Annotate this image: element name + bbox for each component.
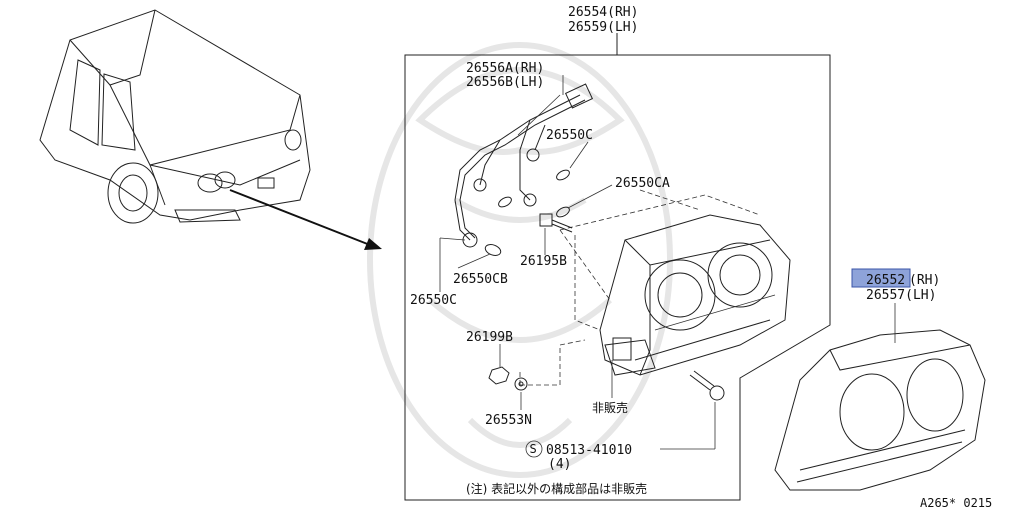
label-bolt-number[interactable]: 08513-41010 <box>546 443 632 458</box>
label-assembly-rh[interactable]: 26554(RH) <box>568 5 638 20</box>
label-not-sold: 非販売 <box>592 400 628 415</box>
bolt-08513-41010 <box>689 370 725 401</box>
label-assembly-lh[interactable]: 26559(LH) <box>568 20 638 35</box>
label-screw-26195b[interactable]: 26195B <box>520 254 567 269</box>
wiring-harness <box>454 83 594 248</box>
vehicle-rear-view <box>39 9 311 224</box>
tail-lens <box>774 329 986 491</box>
label-bulb-26550c-bottom[interactable]: 26550C <box>410 293 457 308</box>
exploded-guides <box>519 189 761 386</box>
label-bolt-group[interactable]: S 08513-41010 (4) <box>525 440 632 472</box>
highlight-box-26552[interactable] <box>851 268 911 288</box>
label-harness-lh[interactable]: 26556B(LH) <box>466 75 544 90</box>
diagram-code: A265* 0215 <box>920 496 992 510</box>
label-lens-lh[interactable]: 26557(LH) <box>866 288 936 303</box>
label-bulb-26550c-top[interactable]: 26550C <box>546 128 593 143</box>
nut-26199b <box>488 366 510 385</box>
label-lens-rh-suffix: (RH) <box>909 273 940 288</box>
screw-26195b <box>539 213 573 233</box>
pointer-arrow <box>229 189 382 250</box>
watermark-crest <box>367 42 673 478</box>
label-bulb-26550cb[interactable]: 26550CB <box>453 272 508 287</box>
bolt-symbol-circle <box>525 440 543 458</box>
label-harness-rh[interactable]: 26556A(RH) <box>466 61 544 76</box>
washer-26553n <box>514 377 528 391</box>
label-bulb-26550ca[interactable]: 26550CA <box>615 176 670 191</box>
lamp-housing <box>599 214 791 376</box>
footnote: (注) 表記以外の構成部品は非販売 <box>466 481 647 496</box>
label-washer-26553n[interactable]: 26553N <box>485 413 532 428</box>
leader-lines <box>439 75 896 450</box>
label-bolt-qty: (4) <box>548 457 571 472</box>
bulbs <box>484 169 570 256</box>
bolt-symbol: S <box>530 442 537 456</box>
label-lens-rh-number[interactable]: 26552 <box>866 273 905 288</box>
label-nut-26199b[interactable]: 26199B <box>466 330 513 345</box>
assembly-bracket <box>404 33 831 501</box>
